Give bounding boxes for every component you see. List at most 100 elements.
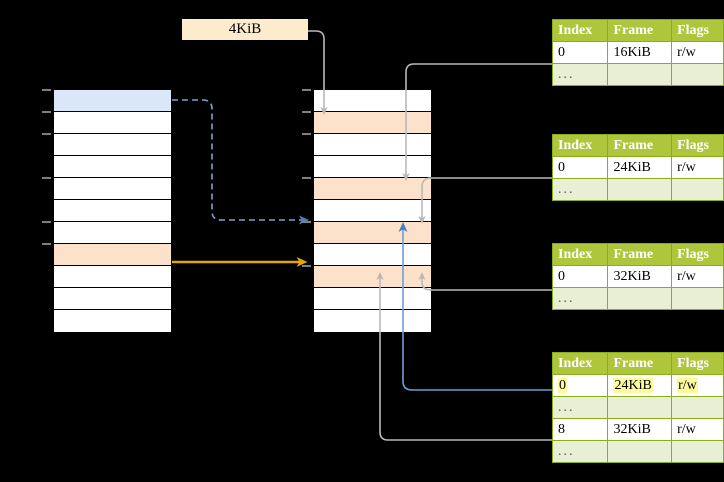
cell-flags [671, 440, 724, 463]
vaddr-tick-1 [42, 111, 51, 113]
cell-index: ... [551, 178, 609, 201]
pmem-row-10 [314, 310, 431, 332]
cell-frame: 24KiB [607, 374, 673, 397]
column-header-frame: Frame [607, 134, 673, 157]
wire-table3-to-frame [418, 272, 552, 291]
pmem-row-3 [314, 156, 431, 178]
pmem-row-9 [314, 288, 431, 310]
vaddr-row-6 [54, 222, 171, 244]
cell-index: ... [551, 396, 609, 419]
vaddr-row-5 [54, 200, 171, 222]
cell-frame: 32KiB [607, 265, 673, 288]
vaddr-row-3 [54, 156, 171, 178]
cell-index: ... [551, 63, 609, 86]
column-header-flags: Flags [671, 243, 724, 266]
table-row: ... [551, 287, 724, 310]
column-header-index: Index [551, 352, 609, 375]
physical-memory-column [313, 89, 432, 332]
cell-index: 0 [551, 41, 609, 64]
column-header-frame: Frame [607, 243, 673, 266]
cell-frame: 32KiB [607, 418, 673, 441]
vaddr-tick-2 [42, 133, 51, 135]
cell-flags: r/w [671, 41, 724, 64]
virtual-address-column [53, 89, 172, 332]
cell-index: ... [551, 440, 609, 463]
wire-vaddr-dashed [172, 99, 309, 225]
pmem-tick-6 [302, 221, 311, 223]
table-row: ... [551, 63, 724, 86]
cell-frame: 16KiB [607, 41, 673, 64]
cell-frame [607, 396, 673, 419]
vaddr-row-4 [54, 178, 171, 200]
wire-table2-to-frame [418, 177, 552, 224]
pmem-tick-8 [302, 265, 311, 267]
vaddr-row-10 [54, 310, 171, 332]
pmem-row-2 [314, 134, 431, 156]
vaddr-tick-4 [42, 177, 51, 179]
cell-frame [607, 440, 673, 463]
cell-flags: r/w [671, 418, 724, 441]
cell-index: ... [551, 287, 609, 310]
cell-frame [607, 178, 673, 201]
column-header-flags: Flags [671, 134, 724, 157]
pmem-row-4 [314, 178, 431, 200]
cell-index: 0 [551, 265, 609, 288]
cell-flags: r/w [671, 374, 724, 397]
pmem-row-0 [314, 90, 431, 112]
size-label-4kib: 4KiB [182, 19, 308, 40]
cell-flags [671, 287, 724, 310]
cell-index: 0 [551, 374, 609, 397]
cell-frame [607, 287, 673, 310]
vaddr-tick-6 [42, 221, 51, 223]
vaddr-row-1 [54, 112, 171, 134]
pmem-row-5 [314, 200, 431, 222]
column-header-frame: Frame [607, 352, 673, 375]
table-row: ... [551, 178, 724, 201]
cell-flags: r/w [671, 156, 724, 179]
vaddr-tick-7 [42, 243, 51, 245]
pmem-row-6 [314, 222, 431, 244]
cell-flags: r/w [671, 265, 724, 288]
vaddr-tick-0 [42, 89, 51, 91]
cell-flags [671, 63, 724, 86]
pmem-row-7 [314, 244, 431, 266]
vaddr-row-8 [54, 266, 171, 288]
column-header-flags: Flags [671, 352, 724, 375]
cell-index: 0 [551, 156, 609, 179]
cell-flags [671, 178, 724, 201]
pmem-row-8 [314, 266, 431, 288]
cell-index: 8 [551, 418, 609, 441]
vaddr-row-0 [54, 90, 171, 112]
pmem-tick-2 [302, 133, 311, 135]
column-header-flags: Flags [671, 19, 724, 42]
vaddr-row-2 [54, 134, 171, 156]
pmem-tick-4 [302, 177, 311, 179]
column-header-index: Index [551, 134, 609, 157]
table-row: ... [551, 396, 724, 419]
column-header-index: Index [551, 19, 609, 42]
cell-flags [671, 396, 724, 419]
vaddr-row-9 [54, 288, 171, 310]
column-header-frame: Frame [607, 19, 673, 42]
column-header-index: Index [551, 243, 609, 266]
table-row: ... [551, 440, 724, 463]
pmem-row-1 [314, 112, 431, 134]
cell-frame: 24KiB [607, 156, 673, 179]
vaddr-row-7 [54, 244, 171, 266]
pmem-tick-0 [302, 89, 311, 91]
cell-frame [607, 63, 673, 86]
pmem-tick-1 [302, 111, 311, 113]
